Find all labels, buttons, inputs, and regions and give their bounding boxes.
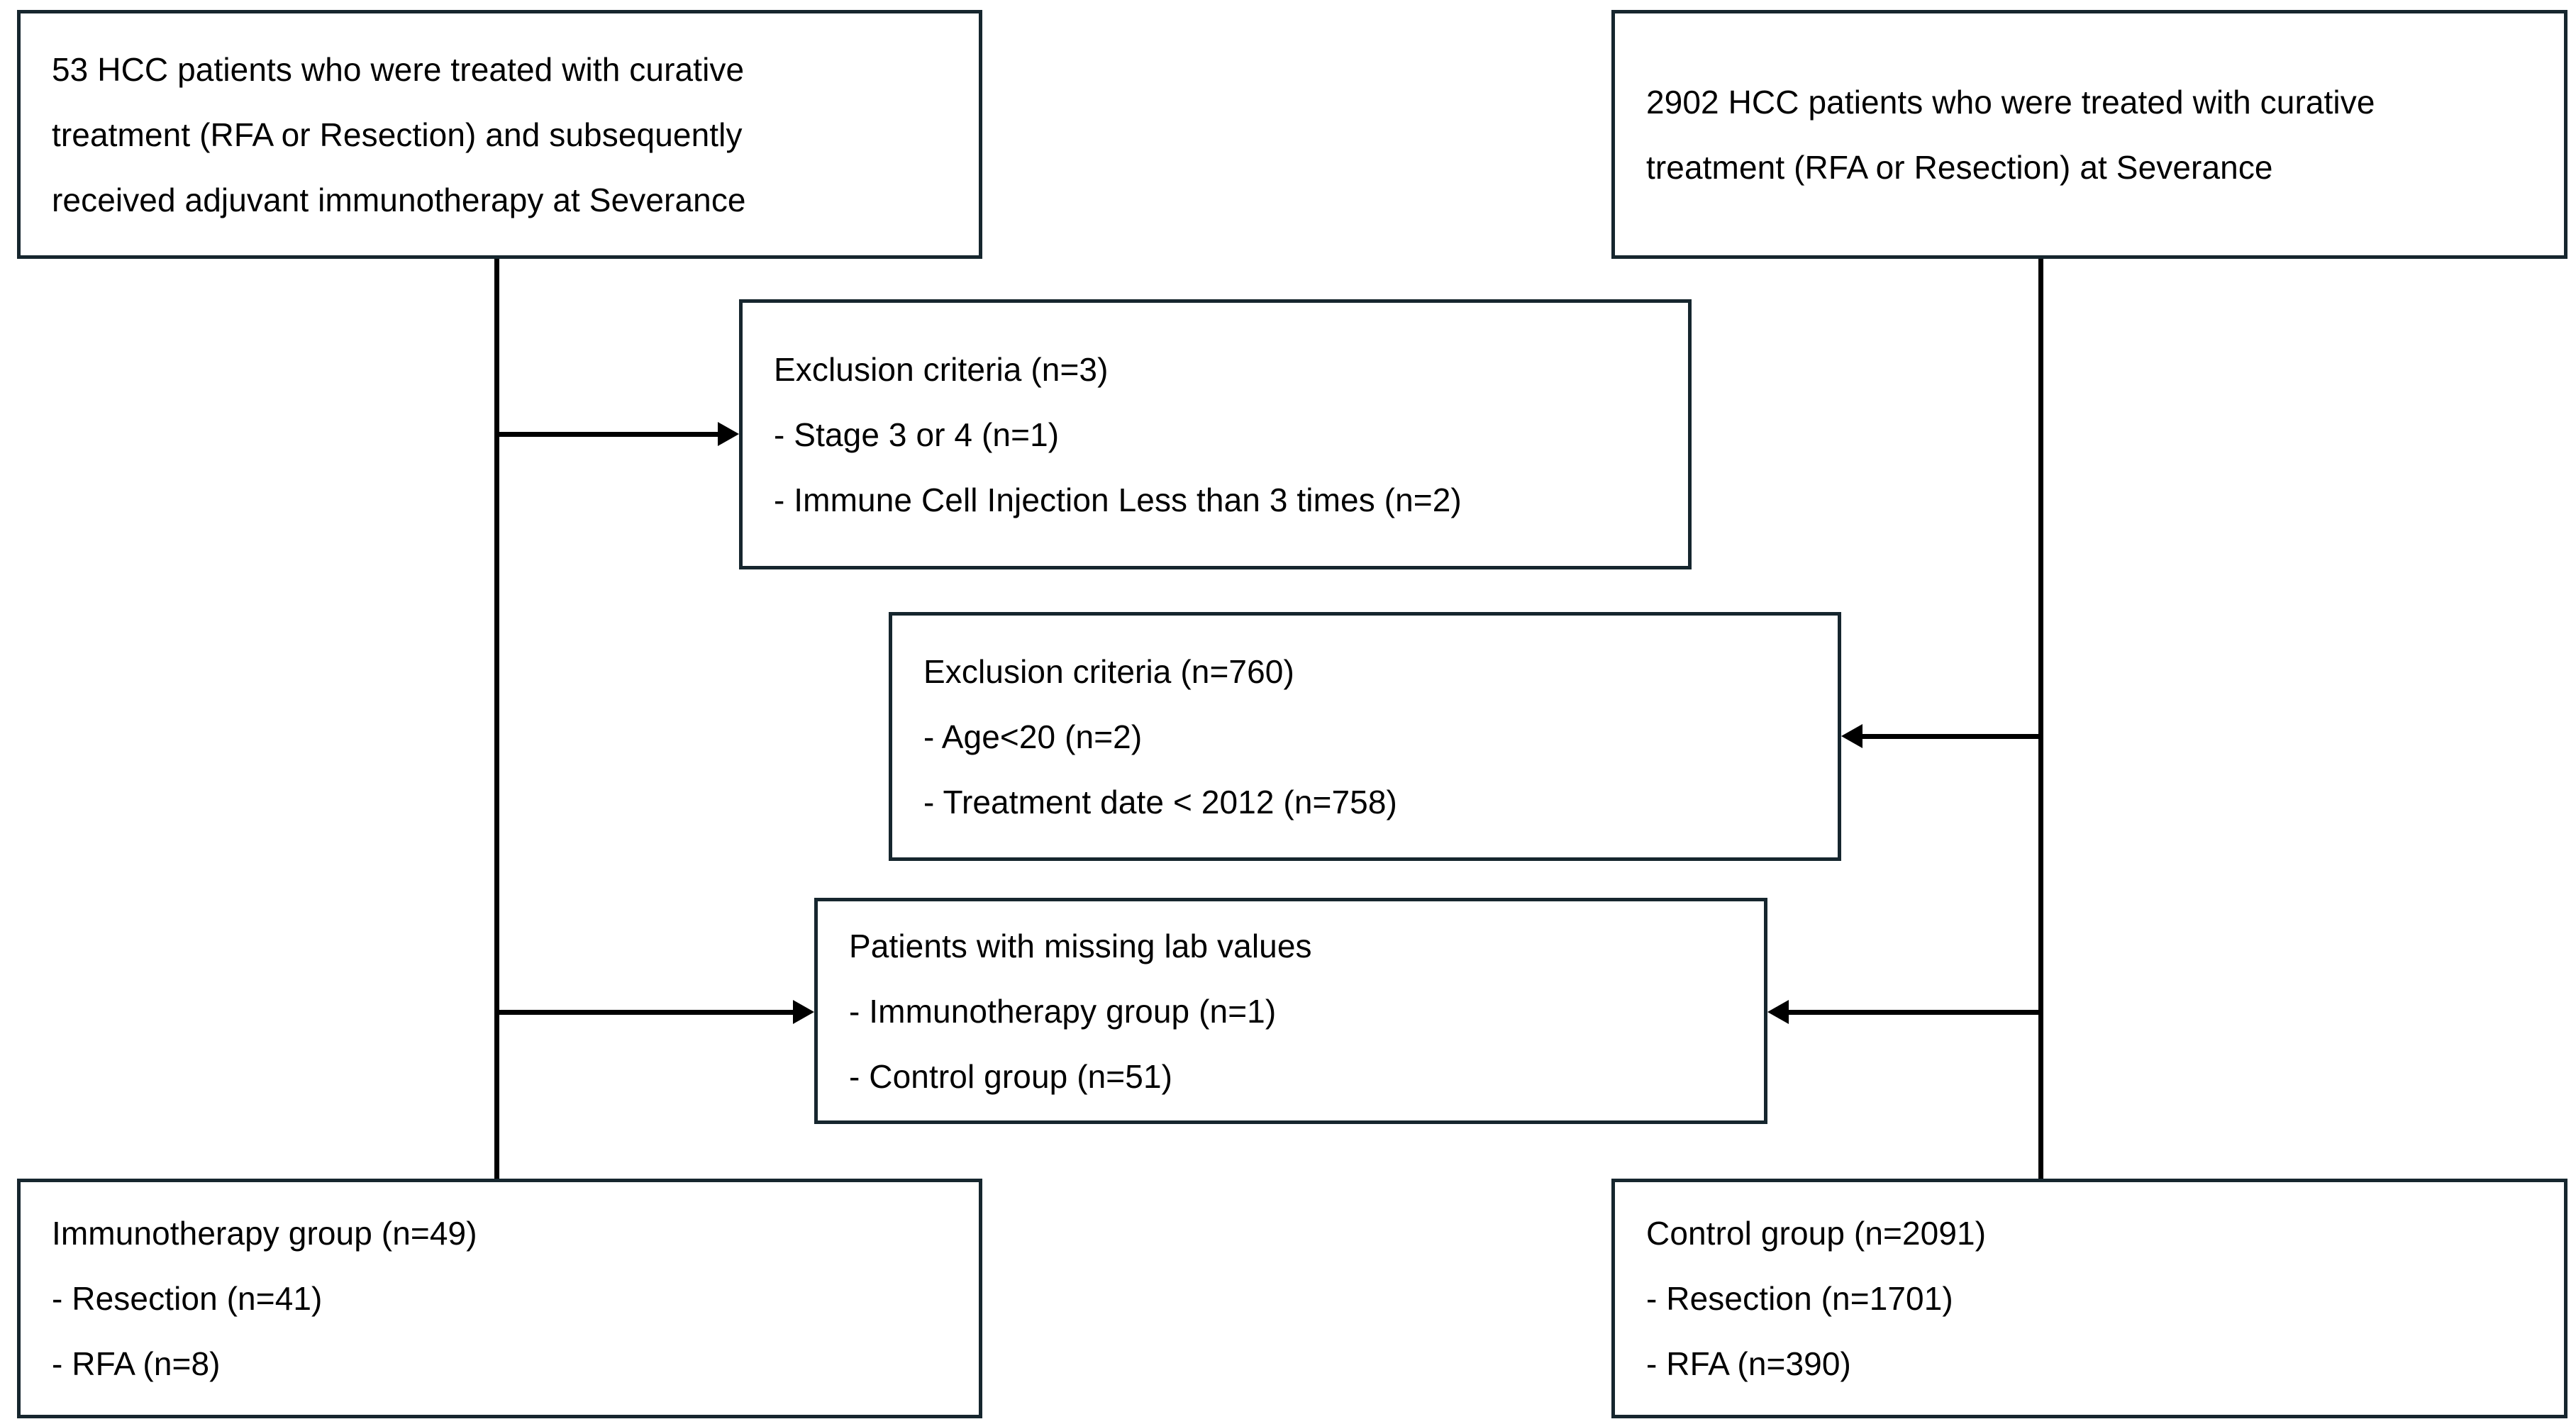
final-control-item-1: - Resection (n=1701) (1646, 1280, 1953, 1317)
missinglab-title: Patients with missing lab values (849, 927, 1312, 964)
final-immunotherapy-item-2: - RFA (n=8) (52, 1345, 221, 1382)
exclusion2-title: Exclusion criteria (n=760) (923, 652, 1294, 690)
connector-left-trunk (494, 259, 499, 1181)
final-immunotherapy-title: Immunotherapy group (n=49) (52, 1215, 477, 1252)
arrowhead-right-to-exclusion2 (1841, 724, 1862, 748)
control-source-cohort-box: 2902 HCC patients who were treated with … (1611, 10, 2567, 259)
final-immunotherapy-group-box: Immunotherapy group (n=49) - Resection (… (17, 1179, 982, 1418)
exclusion-criteria-immunotherapy-box: Exclusion criteria (n=3) - Stage 3 or 4 … (739, 299, 1692, 569)
final-control-title: Control group (n=2091) (1646, 1215, 1987, 1252)
arrowhead-right-to-missinglab (1767, 1000, 1789, 1024)
missinglab-item-1: - Immunotherapy group (n=1) (849, 992, 1277, 1030)
final-control-group-box: Control group (n=2091) - Resection (n=17… (1611, 1179, 2567, 1418)
source-immunotherapy-line-2: treatment (RFA or Resection) and subsequ… (52, 116, 743, 153)
final-immunotherapy-item-1: - Resection (n=41) (52, 1280, 323, 1317)
exclusion-criteria-control-box: Exclusion criteria (n=760) - Age<20 (n=2… (889, 612, 1841, 861)
exclusion1-title: Exclusion criteria (n=3) (774, 350, 1109, 388)
connector-right-to-missinglab (1789, 1010, 2041, 1015)
exclusion2-item-2: - Treatment date < 2012 (n=758) (923, 783, 1397, 821)
exclusion1-item-1: - Stage 3 or 4 (n=1) (774, 416, 1060, 453)
arrowhead-left-to-missinglab (793, 1000, 814, 1024)
connector-right-to-exclusion2 (1862, 734, 2041, 739)
connector-left-to-exclusion1 (494, 432, 723, 437)
connector-right-trunk (2038, 259, 2043, 1181)
source-control-line-1: 2902 HCC patients who were treated with … (1646, 83, 2375, 121)
final-control-item-2: - RFA (n=390) (1646, 1345, 1851, 1382)
source-immunotherapy-line-1: 53 HCC patients who were treated with cu… (52, 50, 745, 88)
connector-left-to-missinglab (494, 1010, 798, 1015)
source-control-line-2: treatment (RFA or Resection) at Severanc… (1646, 148, 2273, 186)
immunotherapy-source-cohort-box: 53 HCC patients who were treated with cu… (17, 10, 982, 259)
missinglab-item-2: - Control group (n=51) (849, 1057, 1173, 1095)
source-immunotherapy-line-3: received adjuvant immunotherapy at Sever… (52, 181, 746, 218)
exclusion2-item-1: - Age<20 (n=2) (923, 718, 1143, 755)
missing-lab-values-box: Patients with missing lab values - Immun… (814, 898, 1767, 1124)
exclusion1-item-2: - Immune Cell Injection Less than 3 time… (774, 481, 1462, 518)
arrowhead-left-to-exclusion1 (718, 422, 739, 446)
